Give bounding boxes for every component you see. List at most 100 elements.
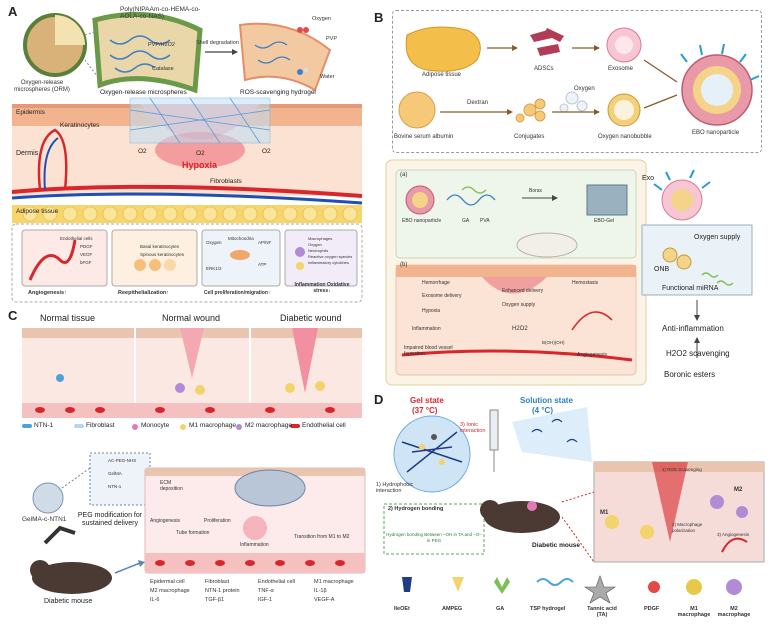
panel-b-top-box (392, 10, 762, 153)
b-hypoxia: Hypoxia (422, 308, 441, 314)
b-bsa-label: Bovine serum albumin (394, 134, 454, 140)
d-legend-5: Tannic acid (TA) (587, 606, 617, 618)
b-nanobubble-label: Oxygen nanobubble (598, 134, 652, 140)
d-legend-1: IleOEt (394, 606, 410, 612)
c-normal-wound: Normal wound (162, 313, 221, 323)
orm-zoom-wedge (92, 11, 203, 94)
b-exo-delivery: Exosome delivery (422, 293, 462, 299)
d-legend-2: AMPEG (442, 606, 463, 612)
b-h2o2-scavenging: H2O2 scavenging (666, 349, 730, 358)
box-angio-item-4: bFGF (80, 260, 92, 265)
b-onb: ONB (654, 266, 670, 273)
b-oxygen-supply: Oxygen supply (694, 234, 741, 241)
b-impaired: Impaired blood vessel formation (404, 345, 453, 357)
box-prolif-item-1: Oxygen (206, 240, 222, 245)
panel-c-illustration (22, 328, 366, 594)
vessel-red (11, 184, 363, 198)
d-m2: M2 (734, 487, 743, 493)
d-gel-temp: (37 °C) (412, 406, 438, 415)
c-transition: Transition from M1 to M2 (294, 534, 350, 540)
c-ntn1: NTN-1 (108, 484, 122, 489)
b-boronic: Boronic esters (664, 370, 716, 379)
box-inflam-item-1: Macrophages (308, 236, 333, 241)
shell-degradation-label: Shell degradation (196, 40, 239, 46)
d-angio: 3) Angiogenesis (717, 532, 750, 537)
box-prolif-item-5: ATP (258, 262, 267, 267)
c-bl-12: VEGF-A (314, 597, 335, 603)
c-bl-2: Fibroblast (205, 579, 230, 585)
c-diabetic-wound: Diabetic wound (280, 313, 342, 323)
box-prolif-item-3: ERK1/2 (206, 266, 222, 271)
box-angiogenesis-title: Angiogenesis↑ (28, 290, 67, 296)
fibroblasts-label: Fibroblasts (210, 178, 242, 185)
c-legend-3: Monocyte (141, 422, 170, 429)
c-legend-6: Endothelial cell (302, 422, 346, 429)
panel-a: A (0, 0, 368, 305)
pvp-h2o2-label: PVP/H2O2 (148, 42, 175, 48)
b-hemorrhage: Hemorrhage (422, 280, 450, 286)
b-exosome-label: Exosome (608, 66, 634, 72)
pvp-label: PVP (326, 36, 338, 42)
ebo-gel-block (586, 184, 628, 216)
d-diabetic-mouse: Diabetic mouse (532, 542, 581, 549)
diabetic-mouse-d (484, 501, 560, 533)
orm-microspheres-label: Oxygen-release microspheres (100, 89, 187, 96)
gelma-icon (32, 482, 64, 514)
d-legend-8: M2 macrophage (717, 606, 751, 618)
box-prolif-item-4: AP/NF (258, 240, 272, 245)
d-gel-state: Gel state (410, 396, 444, 405)
bsa-sphere (398, 91, 436, 129)
box-prolif-item-2: Mitochondria (228, 236, 254, 241)
panel-b: B (372, 0, 769, 390)
b-anti-inflammation: Anti-inflammation (662, 324, 724, 333)
box-reepi-item-1: Basal keratinocytes (140, 244, 180, 249)
d-ros: 1) ROS Scavenging (662, 467, 702, 472)
box-angio-item-3: VEGF (80, 252, 93, 257)
c-proliferation: Proliferation (204, 518, 231, 524)
b-enhanced-delivery: Enhanced delivery (502, 288, 544, 294)
b-borax-label: Borax (529, 188, 543, 194)
panel-b-label: B (374, 10, 384, 25)
c-bl-5: M2 macrophage (150, 588, 190, 594)
box-inflam-item-3: Neutrophils (308, 248, 329, 253)
gel-sphere (393, 415, 471, 493)
b-hemostasis: Hemostasis (572, 280, 599, 286)
mouse-b (516, 232, 578, 258)
box-inflam-title: Inflammation Oxidative stress↓ (294, 282, 350, 294)
c-legend-2: Fibroblast (86, 422, 115, 429)
box-angio-item-1: Endothelial cells (60, 236, 93, 241)
c-peg-mod: PEG modification for sustained delivery (77, 512, 143, 527)
water-label: Water (320, 74, 335, 80)
c-bl-9: IL-6 (150, 597, 160, 603)
d-ionic: 3) Ionic interaction (460, 422, 486, 434)
b-boh: B(OH)(OH) (542, 340, 565, 345)
box-reepi-title: Reepithelialization↑ (118, 290, 170, 296)
panel-d: D Gel state (37 °C) Solution state (4 °C… (372, 392, 769, 627)
panel-c-label: C (8, 308, 18, 323)
b-mirna: Functional miRNA (662, 285, 719, 292)
panel-c: C Normal tissue Normal wound Diabetic wo… (0, 308, 372, 627)
d-sol-temp: (4 °C) (532, 406, 553, 415)
b-exo: Exo (642, 175, 655, 182)
box-angio-item-2: PDGF (80, 244, 93, 249)
b-oxygen-supply-b: Oxygen supply (502, 302, 536, 308)
adipose-label: Adipose tissue (16, 208, 59, 215)
d-legend-4: TSP hydrogel (530, 606, 566, 612)
c-bl-8: IL-1β (314, 588, 327, 594)
d-hbond: 2) Hydrogen bonding (388, 506, 444, 512)
box-inflam-item-5: Inflammatory cytokines (308, 260, 349, 265)
b-ebo-gel-label: EBO-Gel (594, 218, 615, 224)
hypoxia-label: Hypoxia (182, 160, 218, 170)
c-legend-5: M2 macrophage (245, 422, 292, 429)
oxygen-label: Oxygen (312, 16, 331, 22)
o2-label-3: O2 (262, 148, 271, 155)
c-diabetic-mouse: Diabetic mouse (44, 598, 93, 605)
catalase-label: Catalase (152, 66, 174, 72)
gel-in-wound (234, 469, 306, 507)
c-bl-4: M1 macrophage (314, 579, 354, 585)
c-bl-3: Endothelial cell (258, 579, 295, 585)
d-hydrophobic: 1) Hydrophobic interaction (376, 482, 414, 494)
c-bl-11: IGF-1 (258, 597, 273, 603)
d-macrophage-pol: 2) Macrophage polarization (672, 522, 703, 533)
hydrogel-mesh (129, 97, 271, 144)
